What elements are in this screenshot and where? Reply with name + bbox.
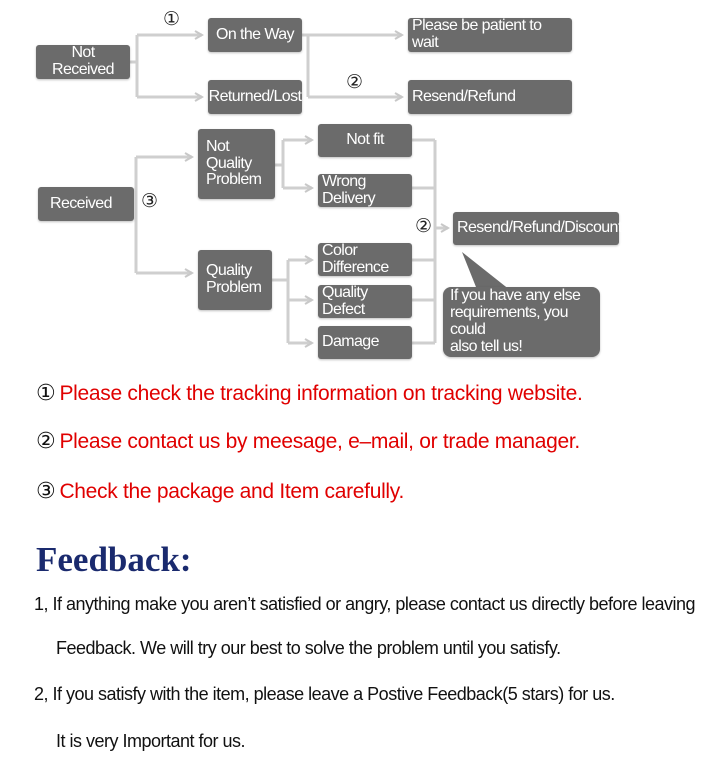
- returned-lost-box: Returned/Lost: [208, 80, 302, 114]
- feedback-line-3: 2, If you satisfy with the item, please …: [34, 684, 615, 704]
- quality-line-1: Quality: [206, 262, 252, 280]
- note-2-text: Please contact us by meesage, e–mail, or…: [59, 430, 580, 453]
- feedback-title: Feedback:: [36, 540, 192, 579]
- not-fit-label: Not fit: [346, 131, 384, 149]
- wrong-delivery-box: Wrong Delivery: [318, 172, 412, 207]
- callout-tail: [462, 252, 510, 292]
- note-3-number: ③: [36, 479, 56, 504]
- not-fit-box: Not fit: [318, 124, 412, 157]
- callout-line-3: also tell us!: [450, 337, 523, 355]
- received-box: Received: [38, 187, 134, 221]
- note-1-text: Please check the tracking information on…: [59, 382, 583, 405]
- not-quality-line-2: Quality: [206, 154, 252, 172]
- damage-label: Damage: [322, 333, 379, 351]
- resend-refund-discount-label: Resend/Refund/Discount: [457, 219, 622, 237]
- note-3-text: Check the package and Item carefully.: [59, 480, 404, 503]
- on-the-way-label: On the Way: [216, 25, 294, 43]
- please-wait-box: Please be patient to wait: [408, 17, 572, 52]
- resend-refund-label: Resend/Refund: [412, 87, 516, 105]
- not-received-label: Not Received: [52, 44, 115, 78]
- on-the-way-box: On the Way: [208, 18, 302, 52]
- returned-lost-label: Returned/Lost: [208, 87, 302, 105]
- quality-defect-label: Quality Defect: [322, 283, 368, 318]
- please-wait-label: Please be patient to wait: [412, 17, 542, 51]
- feedback-line-1: 1, If anything make you aren’t satisfied…: [34, 594, 696, 614]
- color-difference-box: Color Difference: [318, 241, 412, 276]
- feedback-line-2: Feedback. We will try our best to solve …: [56, 638, 561, 658]
- received-label: Received: [50, 194, 113, 212]
- resend-refund-box: Resend/Refund: [408, 80, 572, 114]
- wrong-delivery-label: Wrong Delivery: [322, 172, 376, 207]
- mark-2-bottom: ②: [415, 215, 433, 237]
- color-difference-label: Color Difference: [322, 241, 389, 276]
- mark-3: ③: [141, 190, 159, 212]
- callout-box: If you have any else requirements, you c…: [443, 287, 600, 357]
- mark-1: ①: [163, 8, 181, 30]
- feedback-line-4: It is very Important for us.: [56, 731, 246, 751]
- mark-2-top: ②: [346, 71, 364, 93]
- callout-line-2: requirements, you could: [450, 304, 568, 338]
- quality-defect-box: Quality Defect: [318, 283, 412, 318]
- not-received-box: Not Received: [36, 44, 130, 79]
- callout-line-1: If you have any else: [450, 287, 581, 305]
- note-1-number: ①: [36, 381, 56, 406]
- not-quality-problem-box: Not Quality Problem: [198, 129, 275, 199]
- not-quality-line-3: Problem: [206, 171, 262, 189]
- not-quality-line-1: Not: [206, 137, 230, 155]
- quality-line-2: Problem: [206, 279, 262, 296]
- flow-connectors: [130, 0, 510, 370]
- resend-refund-discount-box: Resend/Refund/Discount: [453, 212, 622, 245]
- note-2-number: ②: [36, 429, 56, 454]
- quality-problem-box: Quality Problem: [198, 250, 272, 310]
- damage-box: Damage: [318, 326, 412, 359]
